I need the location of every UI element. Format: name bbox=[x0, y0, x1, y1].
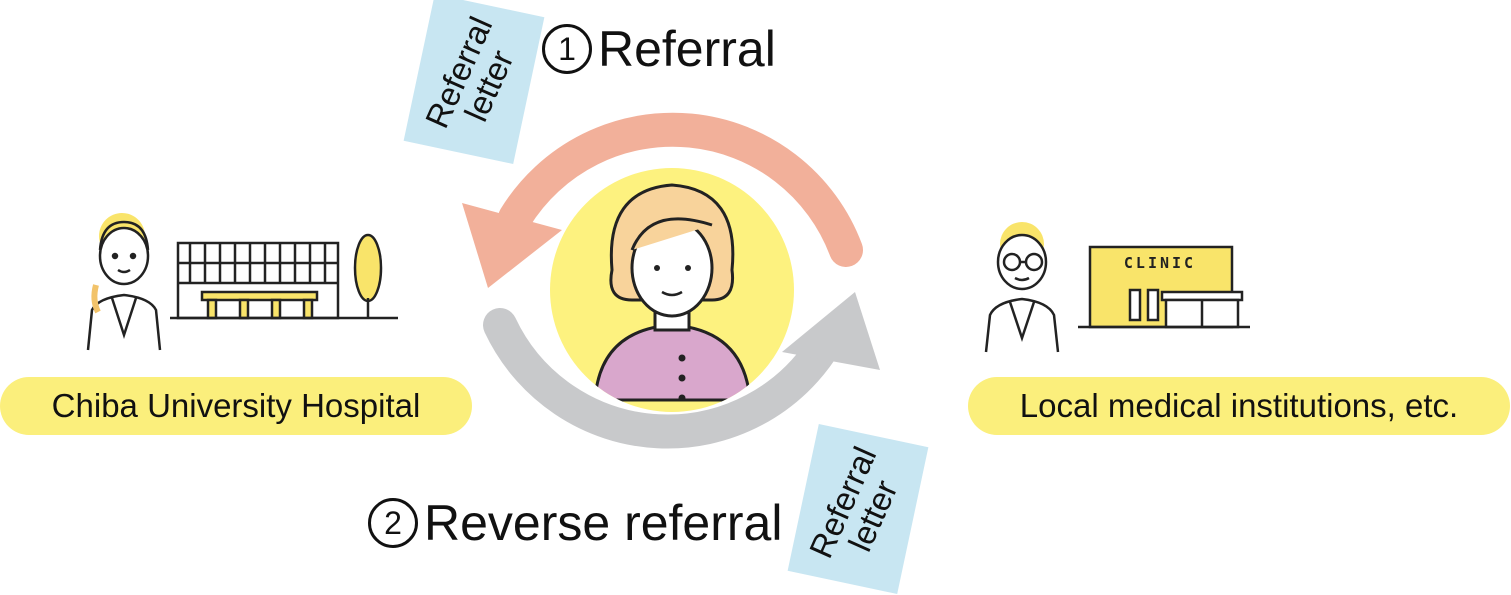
local-institutions-label: Local medical institutions, etc. bbox=[968, 377, 1510, 435]
clinic-doctor-icon bbox=[984, 222, 1060, 353]
step-number-1: 1 bbox=[542, 24, 592, 74]
referral-label: Referral bbox=[598, 21, 776, 77]
hospital-building-icon bbox=[170, 233, 398, 320]
clinic-building-icon: CLINIC bbox=[1078, 245, 1250, 329]
step-number-2: 2 bbox=[368, 498, 418, 548]
referral-arrow bbox=[498, 112, 863, 267]
reverse-referral-label: Reverse referral bbox=[424, 495, 783, 551]
patient-illustration bbox=[550, 168, 794, 412]
hospital-label: Chiba University Hospital bbox=[0, 377, 472, 435]
hospital-doctor-icon bbox=[86, 213, 162, 351]
reverse-referral-arrow bbox=[483, 308, 843, 449]
clinic-sign: CLINIC bbox=[1124, 254, 1196, 272]
referral-arrowhead bbox=[462, 203, 562, 288]
reverse-referral-arrowhead bbox=[782, 292, 880, 370]
